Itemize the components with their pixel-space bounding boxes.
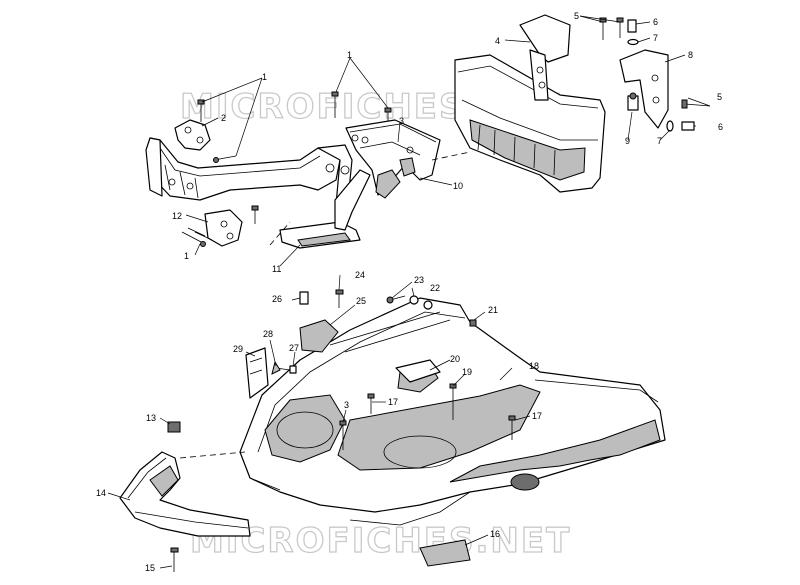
callout-13: 13: [146, 413, 156, 423]
callout-1: 1: [262, 72, 267, 82]
callout-8: 8: [688, 50, 693, 60]
callout-2: 2: [221, 113, 226, 123]
callout-22: 22: [430, 283, 440, 293]
assembly-guide-line-2: [269, 221, 291, 246]
callout-10: 10: [453, 181, 463, 191]
callout-24: 24: [355, 270, 365, 280]
callout-6: 6: [653, 17, 658, 27]
bumper-guide-line: [179, 451, 246, 459]
callout-17: 17: [532, 411, 542, 421]
callout-3: 3: [399, 116, 404, 126]
plate-bracket-2: [174, 119, 211, 151]
leader-lines: [107, 15, 711, 569]
callout-6: 6: [718, 122, 723, 132]
callout-19: 19: [462, 367, 472, 377]
callout-20: 20: [450, 354, 460, 364]
callout-18: 18: [529, 361, 539, 371]
callout-labels: 1 1 1 2 3 3 4 5 5 6 6 7 7 8 9 10 11 12 1…: [96, 11, 723, 573]
callout-14: 14: [96, 488, 106, 498]
belly-pan: [239, 297, 666, 526]
callout-5: 5: [574, 11, 579, 21]
callout-25: 25: [356, 296, 366, 306]
callout-27: 27: [289, 343, 299, 353]
callout-28: 28: [263, 329, 273, 339]
watermark-bottom: MICROFICHES.NET: [190, 521, 571, 561]
callout-23: 23: [414, 275, 424, 285]
bumper-fasteners: [167, 421, 181, 572]
callout-15: 15: [145, 563, 155, 573]
callout-29: 29: [233, 344, 243, 354]
side-plate-12: [187, 209, 243, 247]
callout-1: 1: [184, 251, 189, 261]
callout-7: 7: [657, 136, 662, 146]
callout-11: 11: [272, 264, 281, 274]
heel-plate-16: [419, 539, 471, 567]
callout-16: 16: [490, 529, 500, 539]
callout-1: 1: [347, 50, 352, 60]
front-bumper-14: [119, 451, 251, 537]
callout-26: 26: [272, 294, 282, 304]
callout-12: 12: [172, 211, 182, 221]
assembly-guide-line-1: [431, 151, 471, 161]
hull-fasteners: [245, 289, 516, 450]
callout-7: 7: [653, 33, 658, 43]
rear-frame-assembly: [454, 14, 669, 193]
callout-21: 21: [488, 305, 498, 315]
center-bracket-10: [345, 119, 441, 199]
front-frame-bracket: [145, 137, 353, 206]
callout-17: 17: [388, 397, 398, 407]
callout-3: 3: [344, 400, 349, 410]
rear-fasteners: [599, 17, 711, 132]
callout-4: 4: [495, 36, 500, 46]
callout-9: 9: [625, 136, 630, 146]
skid-rail-11: [279, 169, 371, 249]
callout-5: 5: [717, 92, 722, 102]
